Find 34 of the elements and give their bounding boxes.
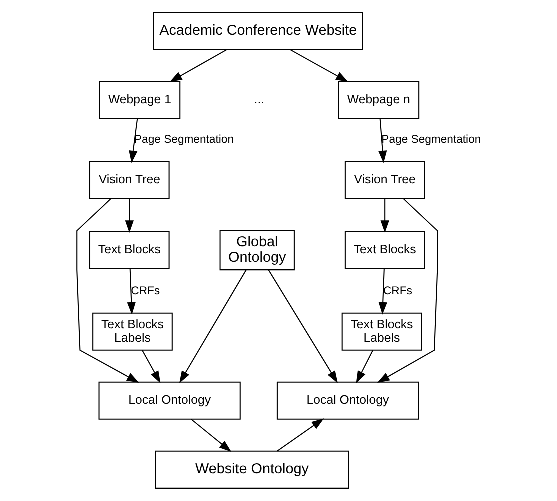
arrow [378,269,387,315]
arrow [76,198,139,384]
label: ... [254,92,264,106]
arrow [126,269,136,315]
node-box: Local Ontology [276,382,419,420]
arrow [356,350,374,384]
node-box: Text Blocks [88,231,170,270]
arrow [276,418,324,452]
edge-label: Page Segmentation [381,134,481,146]
arrow [380,199,389,234]
edge-label: CRFs [382,286,412,298]
arrow [178,270,246,384]
node-box: Text Blocks Labels [341,312,422,351]
node-box: Text Blocks [344,231,425,270]
arrow [289,49,348,82]
node-box: Academic Conference Website [152,12,363,50]
node-box: Website Ontology [154,450,349,489]
node-box: Local Ontology [98,382,240,420]
arrow [169,49,228,82]
node-box: Global Ontology [219,230,294,271]
arrow [268,270,338,384]
node-box: Vision Tree [344,161,425,200]
node-box: Webpage n [338,81,420,120]
arrow [124,199,134,234]
node-box: Vision Tree [88,161,170,200]
arrow [190,419,232,452]
arrow [378,118,387,164]
edge-label: Page Segmentation [134,134,234,146]
node-box: Text Blocks Labels [92,312,172,351]
arrow [376,198,438,384]
arrow [142,350,160,384]
arrow [128,118,138,164]
node-box: Webpage 1 [98,81,180,120]
edge-label: CRFs [130,286,160,298]
